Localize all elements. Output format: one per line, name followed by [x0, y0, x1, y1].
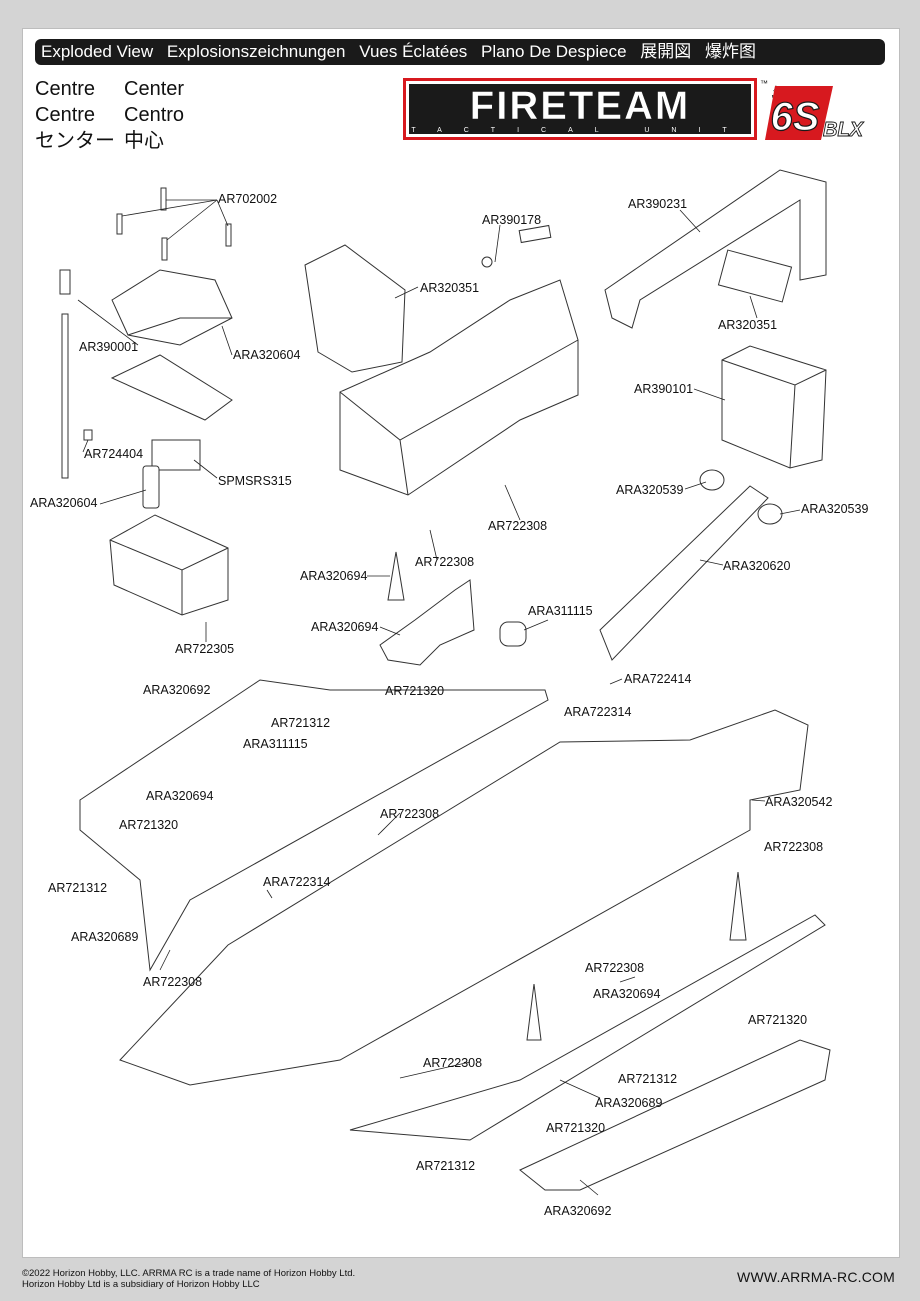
part-label: SPMSRS315: [218, 474, 292, 488]
part-label: ARA320694: [311, 620, 379, 634]
brace-upper: [599, 485, 769, 661]
battery-strap: [604, 169, 827, 329]
part-label: AR722308: [143, 975, 203, 989]
chassis-plate: [119, 709, 809, 1086]
copyright-line-1: ©2022 Horizon Hobby, LLC. ARRMA RC is a …: [22, 1268, 356, 1279]
copyright-line-2: Horizon Hobby Ltd is a subsidiary of Hor…: [22, 1279, 260, 1290]
side-rail-left: [79, 679, 549, 972]
part-label: ARA722314: [564, 705, 632, 719]
part-label: ARA320692: [544, 1204, 612, 1218]
part-label: AR320351: [420, 281, 480, 295]
strap-buckle: [717, 249, 793, 303]
logo-brand: FIRETEAM: [470, 84, 690, 128]
title-bar: Exploded View Explosionszeichnungen Vues…: [35, 39, 885, 65]
part-label: ARA320689: [595, 1096, 663, 1110]
part-label: AR721312: [618, 1072, 678, 1086]
part-label: AR721320: [748, 1013, 808, 1027]
part-label: ARA320694: [593, 987, 661, 1001]
badge-6s: 6S BLX: [765, 86, 865, 141]
part-label: ARA320604: [233, 348, 301, 362]
battery-tray: [304, 244, 579, 496]
part-label: AR390178: [482, 213, 542, 227]
part-label: AR320351: [718, 318, 778, 332]
part-label: ARA320694: [300, 569, 368, 583]
part-label: AR722305: [175, 642, 235, 656]
logo-badge: 6S: [771, 95, 820, 139]
section-uk: Centre: [35, 78, 96, 100]
part-label: AR722308: [380, 807, 440, 821]
part-label: AR702002: [218, 192, 278, 206]
part-label: AR722308: [585, 961, 645, 975]
part-label: AR721320: [546, 1121, 606, 1135]
part-label: AR722308: [764, 840, 824, 854]
title-fr: Vues Éclatées: [359, 42, 468, 61]
part-label: AR724404: [84, 447, 144, 461]
part-label: AR721320: [119, 818, 179, 832]
part-label: AR721312: [271, 716, 331, 730]
part-label: AR721312: [48, 881, 108, 895]
section-us: Center: [124, 78, 185, 100]
servo-connector: [481, 224, 552, 268]
part-label: AR722308: [415, 555, 475, 569]
part-label: AR721312: [416, 1159, 476, 1173]
title-de: Explosionszeichnungen: [166, 42, 346, 61]
title-es: Plano De Despiece: [481, 42, 627, 61]
part-label: ARA311115: [243, 737, 308, 751]
section-zh: 中心: [124, 130, 164, 152]
part-label: ARA722314: [263, 875, 331, 889]
side-rail-right: [349, 914, 831, 1191]
part-label: ARA320689: [71, 930, 139, 944]
part-label: ARA311115: [528, 604, 593, 618]
part-label: AR390231: [628, 197, 688, 211]
title-ja: 展開図: [640, 42, 692, 61]
part-label: AR722308: [488, 519, 548, 533]
section-ja: センター: [35, 130, 115, 152]
leader-lines: [77, 199, 801, 1196]
part-label: ARA320620: [723, 559, 791, 573]
part-label: ARA320694: [146, 789, 214, 803]
section-es: Centro: [124, 104, 185, 126]
part-label: AR390001: [79, 340, 139, 354]
logo-badge-suffix: BLX: [823, 119, 865, 141]
receiver: [83, 429, 201, 471]
part-label: AR722308: [423, 1056, 483, 1070]
receiver-box-lower: [109, 465, 229, 616]
part-label: AR390101: [634, 382, 694, 396]
part-label: AR721320: [385, 684, 445, 698]
logo-tagline: TACTICAL UNIT: [411, 127, 748, 134]
part-label: ARA320539: [616, 483, 684, 497]
receiver-box-lid: [110, 269, 233, 421]
website-link[interactable]: WWW.ARRMA-RC.COM: [737, 1269, 895, 1285]
battery-pack: [721, 345, 827, 469]
title-en: Exploded View: [41, 42, 154, 61]
fireteam-logo: FIRETEAM TACTICAL UNIT ™ 1/7 6S BLX: [403, 78, 865, 141]
part-label: ARA722414: [624, 672, 692, 686]
part-label: ARA320692: [143, 683, 211, 697]
part-label: ARA320542: [765, 795, 833, 809]
servo-mount: [379, 579, 475, 666]
part-label: ARA320539: [801, 502, 869, 516]
part-label: ARA320604: [30, 496, 98, 510]
title-zh: 爆炸图: [705, 42, 757, 61]
screw-set-top: [116, 187, 232, 261]
copyright-notice: ©2022 Horizon Hobby, LLC. ARRMA RC is a …: [22, 1268, 355, 1290]
section-fr: Centre: [35, 104, 96, 126]
antenna-tube: [59, 269, 71, 479]
logo-tm: ™: [760, 79, 768, 88]
